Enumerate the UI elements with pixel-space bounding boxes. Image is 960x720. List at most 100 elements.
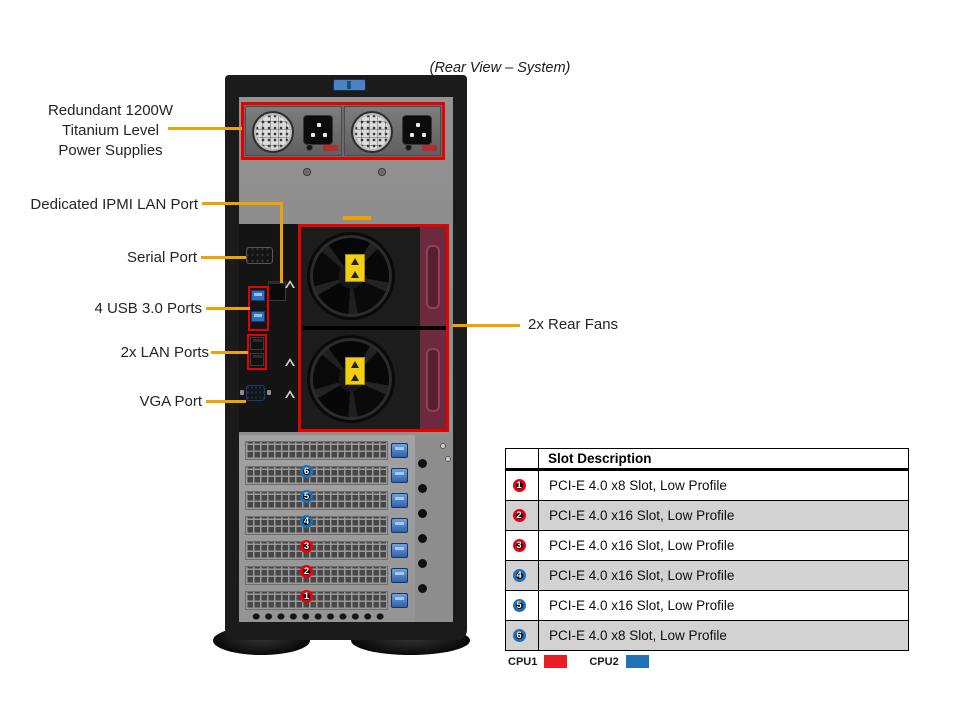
slot-description: PCI-E 4.0 x16 Slot, Low Profile xyxy=(549,508,735,523)
table-row: 2 PCI-E 4.0 x16 Slot, Low Profile xyxy=(506,500,908,530)
slot-badge: 1 xyxy=(512,479,526,492)
fan-handle xyxy=(420,330,446,429)
leader-line-ipmi-v xyxy=(280,202,283,283)
label-usb-ports: 4 USB 3.0 Ports xyxy=(94,300,202,317)
table-header-label: Slot Description xyxy=(548,451,652,466)
legend-label: CPU1 xyxy=(508,655,538,668)
table-row: 6 PCI-E 4.0 x8 Slot, Low Profile xyxy=(506,620,908,650)
slot-badge: 5 xyxy=(300,490,313,503)
slot-description: PCI-E 4.0 x8 Slot, Low Profile xyxy=(549,478,727,493)
leader-line-serial xyxy=(201,256,246,259)
serial-port xyxy=(246,247,273,264)
slot-description: PCI-E 4.0 x16 Slot, Low Profile xyxy=(549,538,735,553)
leader-line-usb xyxy=(206,307,250,310)
vga-screw-nut xyxy=(240,390,244,395)
slot-badge: 3 xyxy=(512,539,526,552)
slot-badge: 3 xyxy=(300,540,313,553)
slot-grille-row xyxy=(245,591,388,610)
screw xyxy=(378,168,386,176)
psu-power-inlet xyxy=(303,115,333,145)
psu-label-sticker xyxy=(323,145,338,151)
table-row: 4 PCI-E 4.0 x16 Slot, Low Profile xyxy=(506,560,908,590)
label-rear-fans: 2x Rear Fans xyxy=(528,316,619,333)
warning-triangle-icon xyxy=(285,280,295,288)
rear-fans-highlight-box xyxy=(298,224,449,432)
leader-line-psu xyxy=(168,127,242,130)
slot-badge: 2 xyxy=(300,565,313,578)
usb-highlight-box xyxy=(248,286,269,331)
card-retention-clip xyxy=(391,443,408,458)
fan-blades xyxy=(307,232,395,320)
slot-badge: 6 xyxy=(300,465,313,478)
slot-grille-row xyxy=(245,441,388,460)
power-supply-module xyxy=(245,106,342,156)
screw xyxy=(440,443,446,449)
vga-port xyxy=(246,385,265,401)
slot-badge: 6 xyxy=(512,629,526,642)
slot-badge: 1 xyxy=(300,590,313,603)
slot-description: PCI-E 4.0 x16 Slot, Low Profile xyxy=(549,568,735,583)
io-panel xyxy=(239,224,299,432)
power-supply-highlight-box xyxy=(241,102,445,160)
cpu-legend: CPU1 CPU2 xyxy=(508,655,649,668)
card-retention-clip xyxy=(391,543,408,558)
leader-line-fans xyxy=(452,324,520,327)
rear-fan xyxy=(301,227,446,326)
card-retention-clip xyxy=(391,593,408,608)
lan-port xyxy=(250,337,264,350)
slot-description-table: Slot Description 1 PCI-E 4.0 x8 Slot, Lo… xyxy=(505,448,909,651)
label-vga-port: VGA Port xyxy=(139,393,202,410)
lan-highlight-box xyxy=(247,334,267,370)
rear-panel xyxy=(239,97,453,622)
table-header-row: Slot Description xyxy=(506,449,908,470)
psu-fan-grille xyxy=(252,111,294,153)
cpu1-color-swatch xyxy=(544,655,568,668)
table-row: 3 PCI-E 4.0 x16 Slot, Low Profile xyxy=(506,530,908,560)
slot-description: PCI-E 4.0 x16 Slot, Low Profile xyxy=(549,598,735,613)
slot-grille-row xyxy=(245,566,388,585)
psu-led xyxy=(306,144,313,151)
fan-handle xyxy=(420,227,446,326)
screw-hole xyxy=(418,559,427,568)
screw-hole xyxy=(418,459,427,468)
usb-port xyxy=(251,290,265,301)
fan-warning-label xyxy=(345,254,365,282)
server-chassis: 6 5 4 3 2 1 xyxy=(225,75,467,640)
psu-fan-grille xyxy=(351,111,393,153)
card-retention-clip xyxy=(391,568,408,583)
label-ipmi-lan-port: Dedicated IPMI LAN Port xyxy=(30,196,198,213)
header-badge-cell xyxy=(506,449,539,468)
label-serial-port: Serial Port xyxy=(126,249,197,266)
table-row: 5 PCI-E 4.0 x16 Slot, Low Profile xyxy=(506,590,908,620)
screw-hole xyxy=(418,534,427,543)
slot-grille-row xyxy=(245,466,388,485)
screw-hole xyxy=(418,584,427,593)
pci-slot-zone xyxy=(239,435,453,622)
ipmi-lan-port xyxy=(268,281,286,301)
fan-divider xyxy=(301,326,446,330)
marker-dash xyxy=(343,216,371,220)
lan-port xyxy=(250,353,264,366)
card-retention-clip xyxy=(391,518,408,533)
slot-badge: 2 xyxy=(512,509,526,522)
cpu2-color-swatch xyxy=(625,655,649,668)
leader-line-ipmi-h xyxy=(202,202,283,205)
label-power-supplies: Redundant 1200W Titanium Level Power Sup… xyxy=(47,102,174,159)
slot-description: PCI-E 4.0 x8 Slot, Low Profile xyxy=(549,628,727,643)
slot-badge: 4 xyxy=(512,569,526,582)
vent-holes xyxy=(250,611,387,622)
slot-grille-row xyxy=(245,516,388,535)
screw-hole xyxy=(418,484,427,493)
table-row: 1 PCI-E 4.0 x8 Slot, Low Profile xyxy=(506,470,908,500)
chassis-handle xyxy=(333,79,366,91)
power-supply-module xyxy=(344,106,441,156)
card-retention-clip xyxy=(391,468,408,483)
warning-triangle-icon xyxy=(285,358,295,366)
usb-port xyxy=(251,311,265,322)
psu-led xyxy=(405,144,412,151)
leader-line-vga xyxy=(206,400,246,403)
screw-hole xyxy=(418,509,427,518)
slot-badge: 5 xyxy=(512,599,526,612)
slot-grille-row xyxy=(245,491,388,510)
